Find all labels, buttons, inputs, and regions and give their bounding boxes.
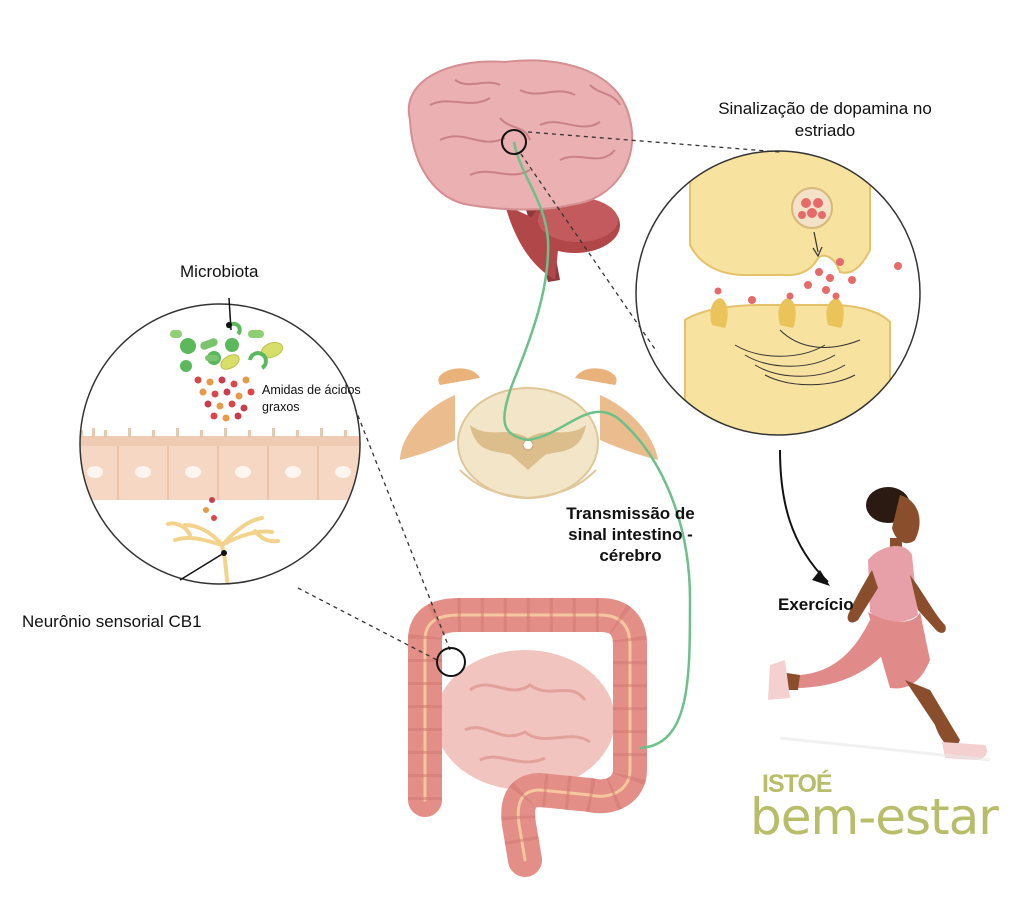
runner-illustration [768,487,991,762]
label-gut-brain-transmission: Transmissão de sinal intestino - cérebro [566,504,695,565]
label-exercise: Exercício [778,595,854,614]
logo-bem-estar: bem-estar [750,788,999,846]
synapse-zoom-circle [635,150,921,436]
gut-zoom-marker [436,647,466,677]
label-cb1-sensory-neuron: Neurônio sensorial CB1 [22,612,202,631]
spinal-cord-illustration [400,368,658,500]
label-microbiota: Microbiota [180,262,259,281]
arrow-to-exercise [779,449,829,583]
nerve-pathway [503,141,692,750]
brain-zoom-marker [501,129,527,155]
gut-zoom-circle [79,297,361,585]
logo-istoe: ISTOÉ [762,770,833,798]
label-fatty-acid-amides: Amidas de ácidos graxos [262,383,361,414]
brain-illustration [407,59,634,282]
intestine-illustration [408,598,647,877]
zoom-guide-lines [297,131,781,661]
label-dopamine-signaling: Sinalização de dopamina no estriado [718,99,932,140]
fatty-acid-amides [194,376,255,521]
